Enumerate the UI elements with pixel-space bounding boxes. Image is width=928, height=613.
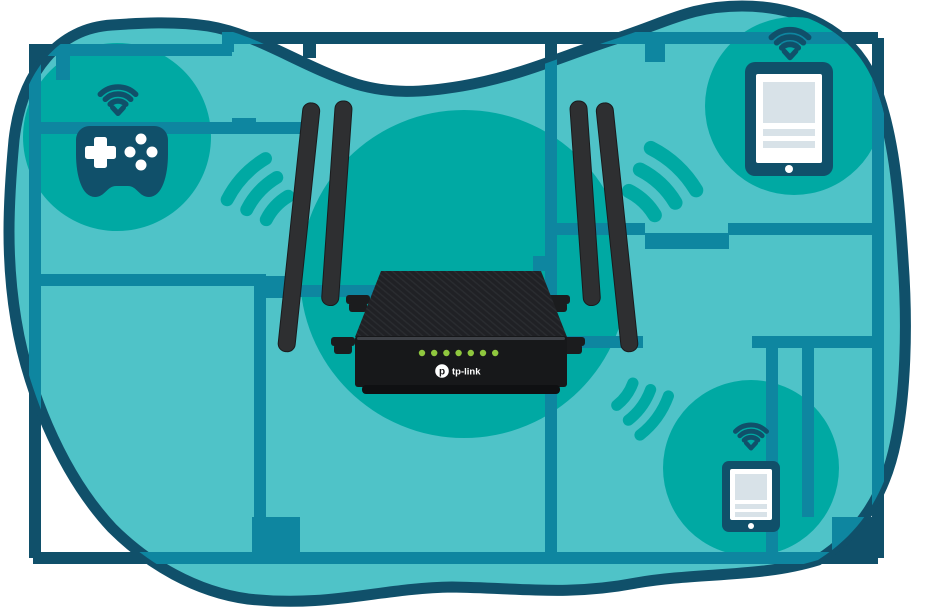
- router-led: [443, 349, 450, 357]
- router-led: [431, 349, 438, 357]
- router-led: [492, 349, 499, 357]
- router-led: [455, 349, 462, 357]
- router-antenna: [321, 100, 353, 307]
- smartphone-device: [722, 425, 780, 532]
- tablet-home-button: [785, 165, 793, 173]
- wifi-router: p tp-link: [277, 100, 639, 394]
- router-status-leds: [418, 349, 499, 357]
- router-antenna: [569, 100, 601, 307]
- tablet-device: [745, 30, 833, 176]
- tp-link-logo-mark: p: [439, 366, 445, 377]
- router-front-highlight: [357, 337, 565, 340]
- tp-link-logo-text: tp-link: [452, 367, 481, 378]
- action-buttons: [124, 133, 158, 171]
- smartphone-screen-content: [735, 474, 767, 517]
- router-antennas: [277, 100, 639, 353]
- tablet-screen-content: [763, 82, 815, 148]
- router-led: [467, 349, 474, 357]
- router-led: [479, 349, 487, 357]
- game-controller-device: [76, 87, 168, 197]
- router-front-face: [355, 336, 567, 387]
- smartphone-icon: [722, 461, 780, 532]
- tp-link-logo: p tp-link: [435, 364, 481, 378]
- router-led: [418, 349, 426, 357]
- router-base: [362, 385, 560, 394]
- router-antenna: [277, 102, 321, 353]
- game-controller-icon: [76, 126, 168, 197]
- router-top-face: [355, 271, 567, 337]
- tablet-icon: [745, 62, 833, 176]
- smartphone-home-button: [748, 523, 754, 529]
- tp-link-logo-mark-circle: [435, 364, 449, 378]
- device-icons: [76, 30, 833, 532]
- router-antenna: [595, 102, 639, 353]
